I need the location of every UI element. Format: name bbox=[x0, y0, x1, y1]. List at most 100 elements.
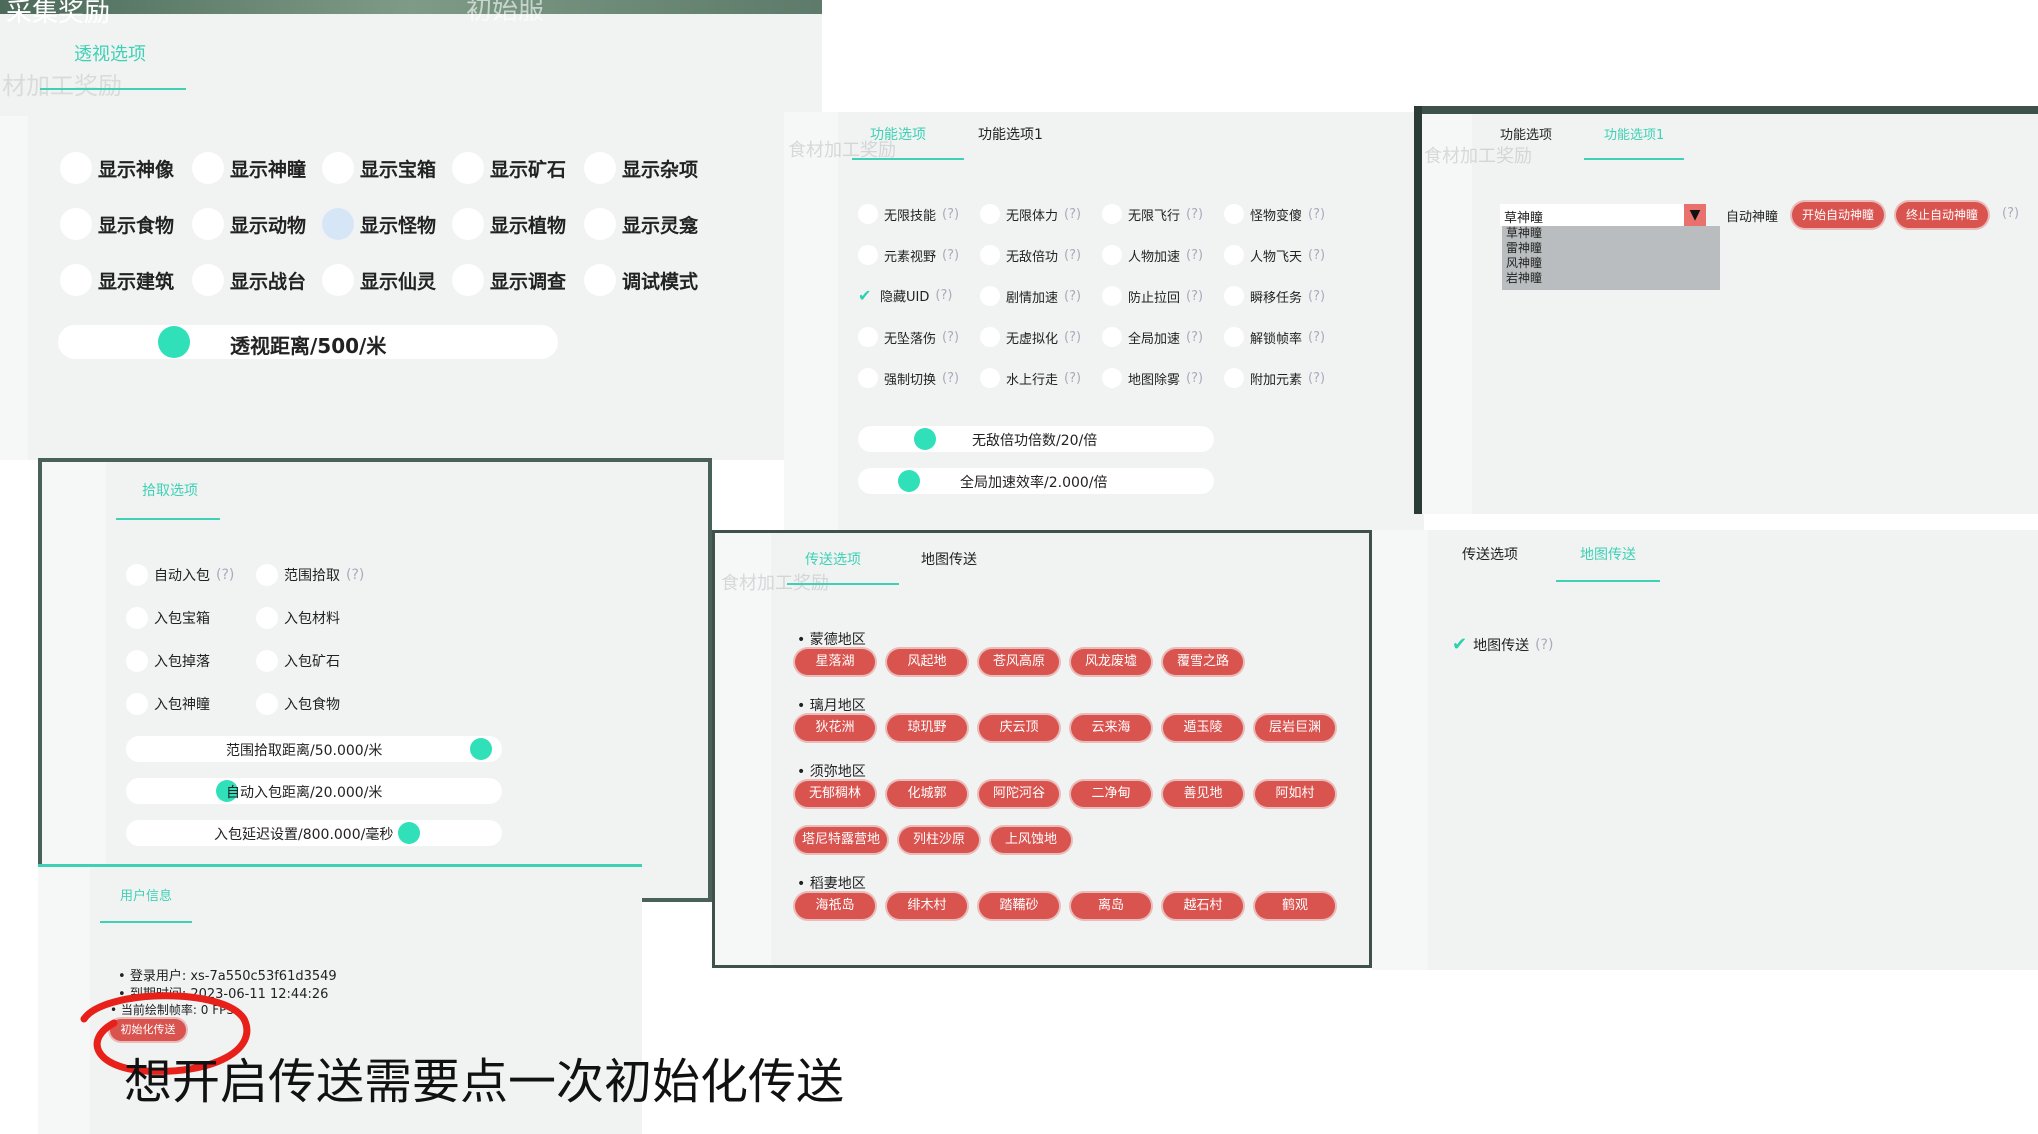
func-option[interactable]: 无限飞行(?) bbox=[1102, 204, 1203, 224]
eye-select[interactable]: 草神瞳 ▼ bbox=[1500, 204, 1706, 226]
radio-icon[interactable] bbox=[256, 564, 278, 586]
radio-icon[interactable] bbox=[322, 152, 354, 184]
teleport-location-button[interactable]: 阿陀河谷 bbox=[979, 781, 1059, 807]
help-icon[interactable]: (?) bbox=[1308, 206, 1326, 222]
help-icon[interactable]: (?) bbox=[1186, 247, 1204, 263]
func-option[interactable]: 人物飞天(?) bbox=[1224, 245, 1325, 265]
see-option[interactable]: 显示杂项 bbox=[584, 152, 698, 184]
teleport-location-button[interactable]: 层岩巨渊 bbox=[1255, 715, 1335, 741]
teleport-location-button[interactable]: 风龙废墟 bbox=[1071, 649, 1151, 675]
func-option[interactable]: 无限体力(?) bbox=[980, 204, 1081, 224]
teleport-location-button[interactable]: 无郁稠林 bbox=[795, 781, 875, 807]
teleport-location-button[interactable]: 庆云顶 bbox=[979, 715, 1059, 741]
see-option[interactable]: 显示植物 bbox=[452, 208, 566, 240]
help-icon[interactable]: (?) bbox=[1186, 370, 1204, 386]
func-option[interactable]: 无限技能(?) bbox=[858, 204, 959, 224]
radio-icon[interactable] bbox=[192, 152, 224, 184]
help-icon[interactable]: (?) bbox=[1535, 636, 1554, 653]
radio-icon[interactable] bbox=[452, 152, 484, 184]
tab-see-options[interactable]: 透视选项 bbox=[74, 44, 146, 65]
start-auto-eye-button[interactable]: 开始自动神瞳 bbox=[1792, 202, 1884, 228]
see-option[interactable]: 显示战台 bbox=[192, 264, 306, 296]
see-option[interactable]: 显示神瞳 bbox=[192, 152, 306, 184]
tab-tele-options[interactable]: 传送选项 bbox=[1462, 547, 1518, 563]
radio-icon[interactable] bbox=[126, 607, 148, 629]
radio-icon[interactable] bbox=[584, 264, 616, 296]
radio-icon[interactable] bbox=[858, 368, 878, 388]
radio-icon[interactable] bbox=[1102, 204, 1122, 224]
see-distance-slider[interactable] bbox=[58, 325, 558, 359]
radio-icon[interactable] bbox=[256, 693, 278, 715]
pick-option[interactable]: 入包矿石 bbox=[256, 650, 340, 672]
slider-knob[interactable] bbox=[898, 470, 920, 492]
func-option[interactable]: 无敌倍功(?) bbox=[980, 245, 1081, 265]
radio-icon[interactable] bbox=[452, 264, 484, 296]
auto-bag-distance-slider[interactable] bbox=[126, 778, 502, 804]
slider-knob[interactable] bbox=[398, 822, 420, 844]
teleport-location-button[interactable]: 星落湖 bbox=[795, 649, 875, 675]
help-icon[interactable]: (?) bbox=[942, 329, 960, 345]
func-option[interactable]: ✔隐藏UID(?) bbox=[858, 286, 952, 305]
help-icon[interactable]: (?) bbox=[1064, 247, 1082, 263]
tab-user-info[interactable]: 用户信息 bbox=[120, 889, 173, 904]
tab-map-teleport[interactable]: 地图传送 bbox=[921, 552, 977, 568]
pick-option[interactable]: 入包材料 bbox=[256, 607, 340, 629]
pick-option[interactable]: 入包神瞳 bbox=[126, 693, 210, 715]
radio-icon[interactable] bbox=[584, 152, 616, 184]
radio-icon[interactable] bbox=[858, 327, 878, 347]
slider-knob[interactable] bbox=[216, 780, 238, 802]
invincible-multiplier-slider[interactable] bbox=[858, 426, 1214, 452]
func-option[interactable]: 元素视野(?) bbox=[858, 245, 959, 265]
radio-icon[interactable] bbox=[126, 693, 148, 715]
radio-icon[interactable] bbox=[256, 607, 278, 629]
teleport-location-button[interactable]: 塔尼特露营地 bbox=[795, 827, 887, 853]
radio-icon[interactable] bbox=[452, 208, 484, 240]
radio-icon[interactable] bbox=[1102, 245, 1122, 265]
func-option[interactable]: 附加元素(?) bbox=[1224, 368, 1325, 388]
teleport-location-button[interactable]: 绯木村 bbox=[887, 893, 967, 919]
teleport-location-button[interactable]: 阿如村 bbox=[1255, 781, 1335, 807]
teleport-location-button[interactable]: 苍风高原 bbox=[979, 649, 1059, 675]
slider-knob[interactable] bbox=[470, 738, 492, 760]
select-option[interactable]: 风神瞳 bbox=[1506, 256, 1543, 270]
radio-icon[interactable] bbox=[980, 204, 1000, 224]
teleport-location-button[interactable]: 琼玑野 bbox=[887, 715, 967, 741]
help-icon[interactable]: (?) bbox=[1064, 329, 1082, 345]
slider-knob[interactable] bbox=[158, 326, 190, 358]
tab-tele-options[interactable]: 传送选项 bbox=[805, 552, 861, 568]
teleport-location-button[interactable]: 海祇岛 bbox=[795, 893, 875, 919]
help-icon[interactable]: (?) bbox=[1064, 288, 1082, 304]
teleport-location-button[interactable]: 覆雪之路 bbox=[1163, 649, 1243, 675]
teleport-location-button[interactable]: 鹤观 bbox=[1255, 893, 1335, 919]
radio-icon[interactable] bbox=[192, 264, 224, 296]
help-icon[interactable]: (?) bbox=[346, 567, 365, 583]
teleport-location-button[interactable]: 上风蚀地 bbox=[991, 827, 1071, 853]
teleport-location-button[interactable]: 越石村 bbox=[1163, 893, 1243, 919]
radio-icon[interactable] bbox=[322, 208, 354, 240]
func-option[interactable]: 强制切换(?) bbox=[858, 368, 959, 388]
tab-pick-options[interactable]: 拾取选项 bbox=[142, 483, 198, 499]
select-option[interactable]: 岩神瞳 bbox=[1506, 271, 1543, 285]
select-option[interactable]: 雷神瞳 bbox=[1506, 241, 1543, 255]
tab-func-options[interactable]: 功能选项 bbox=[870, 127, 926, 143]
see-option[interactable]: 显示动物 bbox=[192, 208, 306, 240]
pick-option[interactable]: 入包宝箱 bbox=[126, 607, 210, 629]
teleport-location-button[interactable]: 风起地 bbox=[887, 649, 967, 675]
func-option[interactable]: 全局加速(?) bbox=[1102, 327, 1203, 347]
teleport-location-button[interactable]: 二净甸 bbox=[1071, 781, 1151, 807]
func-option[interactable]: 剧情加速(?) bbox=[980, 286, 1081, 306]
see-option[interactable]: 显示食物 bbox=[60, 208, 174, 240]
help-icon[interactable]: (?) bbox=[942, 370, 960, 386]
radio-icon[interactable] bbox=[858, 204, 878, 224]
teleport-location-button[interactable]: 离岛 bbox=[1071, 893, 1151, 919]
teleport-location-button[interactable]: 踏鞴砂 bbox=[979, 893, 1059, 919]
global-speed-slider[interactable] bbox=[858, 468, 1214, 494]
slider-knob[interactable] bbox=[914, 428, 936, 450]
tab-func-options-1[interactable]: 功能选项1 bbox=[1604, 128, 1665, 143]
radio-icon[interactable] bbox=[980, 368, 1000, 388]
func-option[interactable]: 防止拉回(?) bbox=[1102, 286, 1203, 306]
see-option[interactable]: 显示神像 bbox=[60, 152, 174, 184]
see-option[interactable]: 显示调查 bbox=[452, 264, 566, 296]
teleport-location-button[interactable]: 遁玉陵 bbox=[1163, 715, 1243, 741]
teleport-location-button[interactable]: 善见地 bbox=[1163, 781, 1243, 807]
